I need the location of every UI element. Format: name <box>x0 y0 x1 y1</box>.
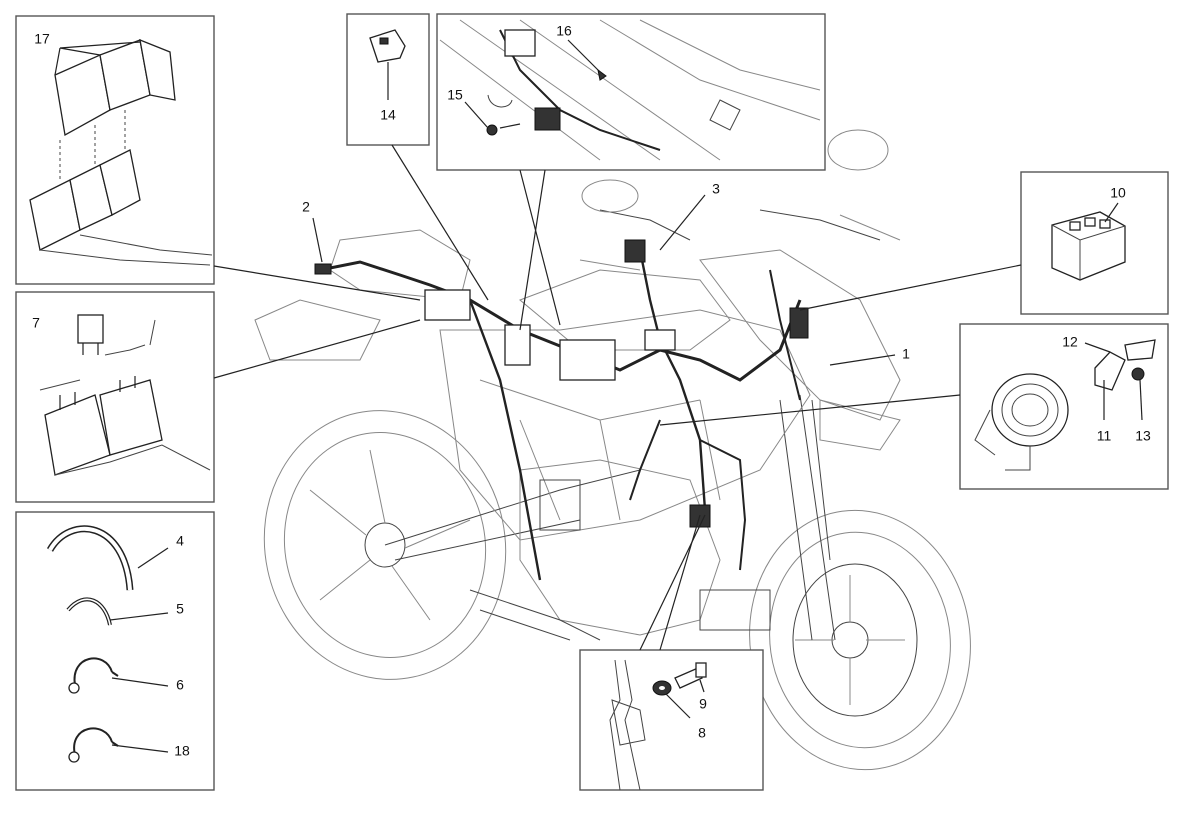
inset-relay-10 <box>1020 171 1169 315</box>
inset-connector-14 <box>346 13 430 146</box>
callout-13: 13 <box>1135 428 1151 444</box>
swingarm <box>384 469 641 561</box>
leader-lines <box>213 144 1022 651</box>
frame <box>439 309 811 541</box>
callout-14: 14 <box>380 107 396 123</box>
callout-12: 12 <box>1062 334 1078 350</box>
inset-bolt-washer-8-9 <box>579 649 764 791</box>
callout-10: 10 <box>1110 185 1126 201</box>
callout-labels: 1 2 3 4 5 6 7 8 9 10 11 12 13 14 15 16 1… <box>32 23 1151 759</box>
callout-18: 18 <box>174 743 190 759</box>
main-wiring-harness <box>314 239 809 581</box>
callout-4: 4 <box>176 533 184 549</box>
right-mirror <box>827 129 889 171</box>
inset-clamps-ties <box>15 511 215 791</box>
corner-blank <box>1083 765 1178 817</box>
callout-17: 17 <box>34 31 50 47</box>
front-fork <box>779 394 836 641</box>
callout-11: 11 <box>1097 428 1112 444</box>
callout-16: 16 <box>556 23 572 39</box>
callout-9: 9 <box>699 696 707 712</box>
inset-fuse-boxes-17 <box>15 15 215 285</box>
left-mirror <box>581 179 639 213</box>
motorcycle-illustration <box>254 129 971 771</box>
callout-1: 1 <box>902 346 910 362</box>
handlebars <box>599 209 881 241</box>
inset-relays-7 <box>15 291 215 503</box>
callout-5: 5 <box>176 601 184 617</box>
front-fairing <box>699 249 901 421</box>
exhaust <box>469 589 601 641</box>
callout-8: 8 <box>698 725 706 741</box>
callout-15: 15 <box>447 87 463 103</box>
callout-2: 2 <box>302 199 310 215</box>
callout-6: 6 <box>176 677 184 693</box>
callout-7: 7 <box>32 315 40 331</box>
inset-harness-routing-15-16 <box>436 13 826 171</box>
callout-3: 3 <box>712 181 720 197</box>
inset-ignition-switch-11-13 <box>959 323 1169 490</box>
